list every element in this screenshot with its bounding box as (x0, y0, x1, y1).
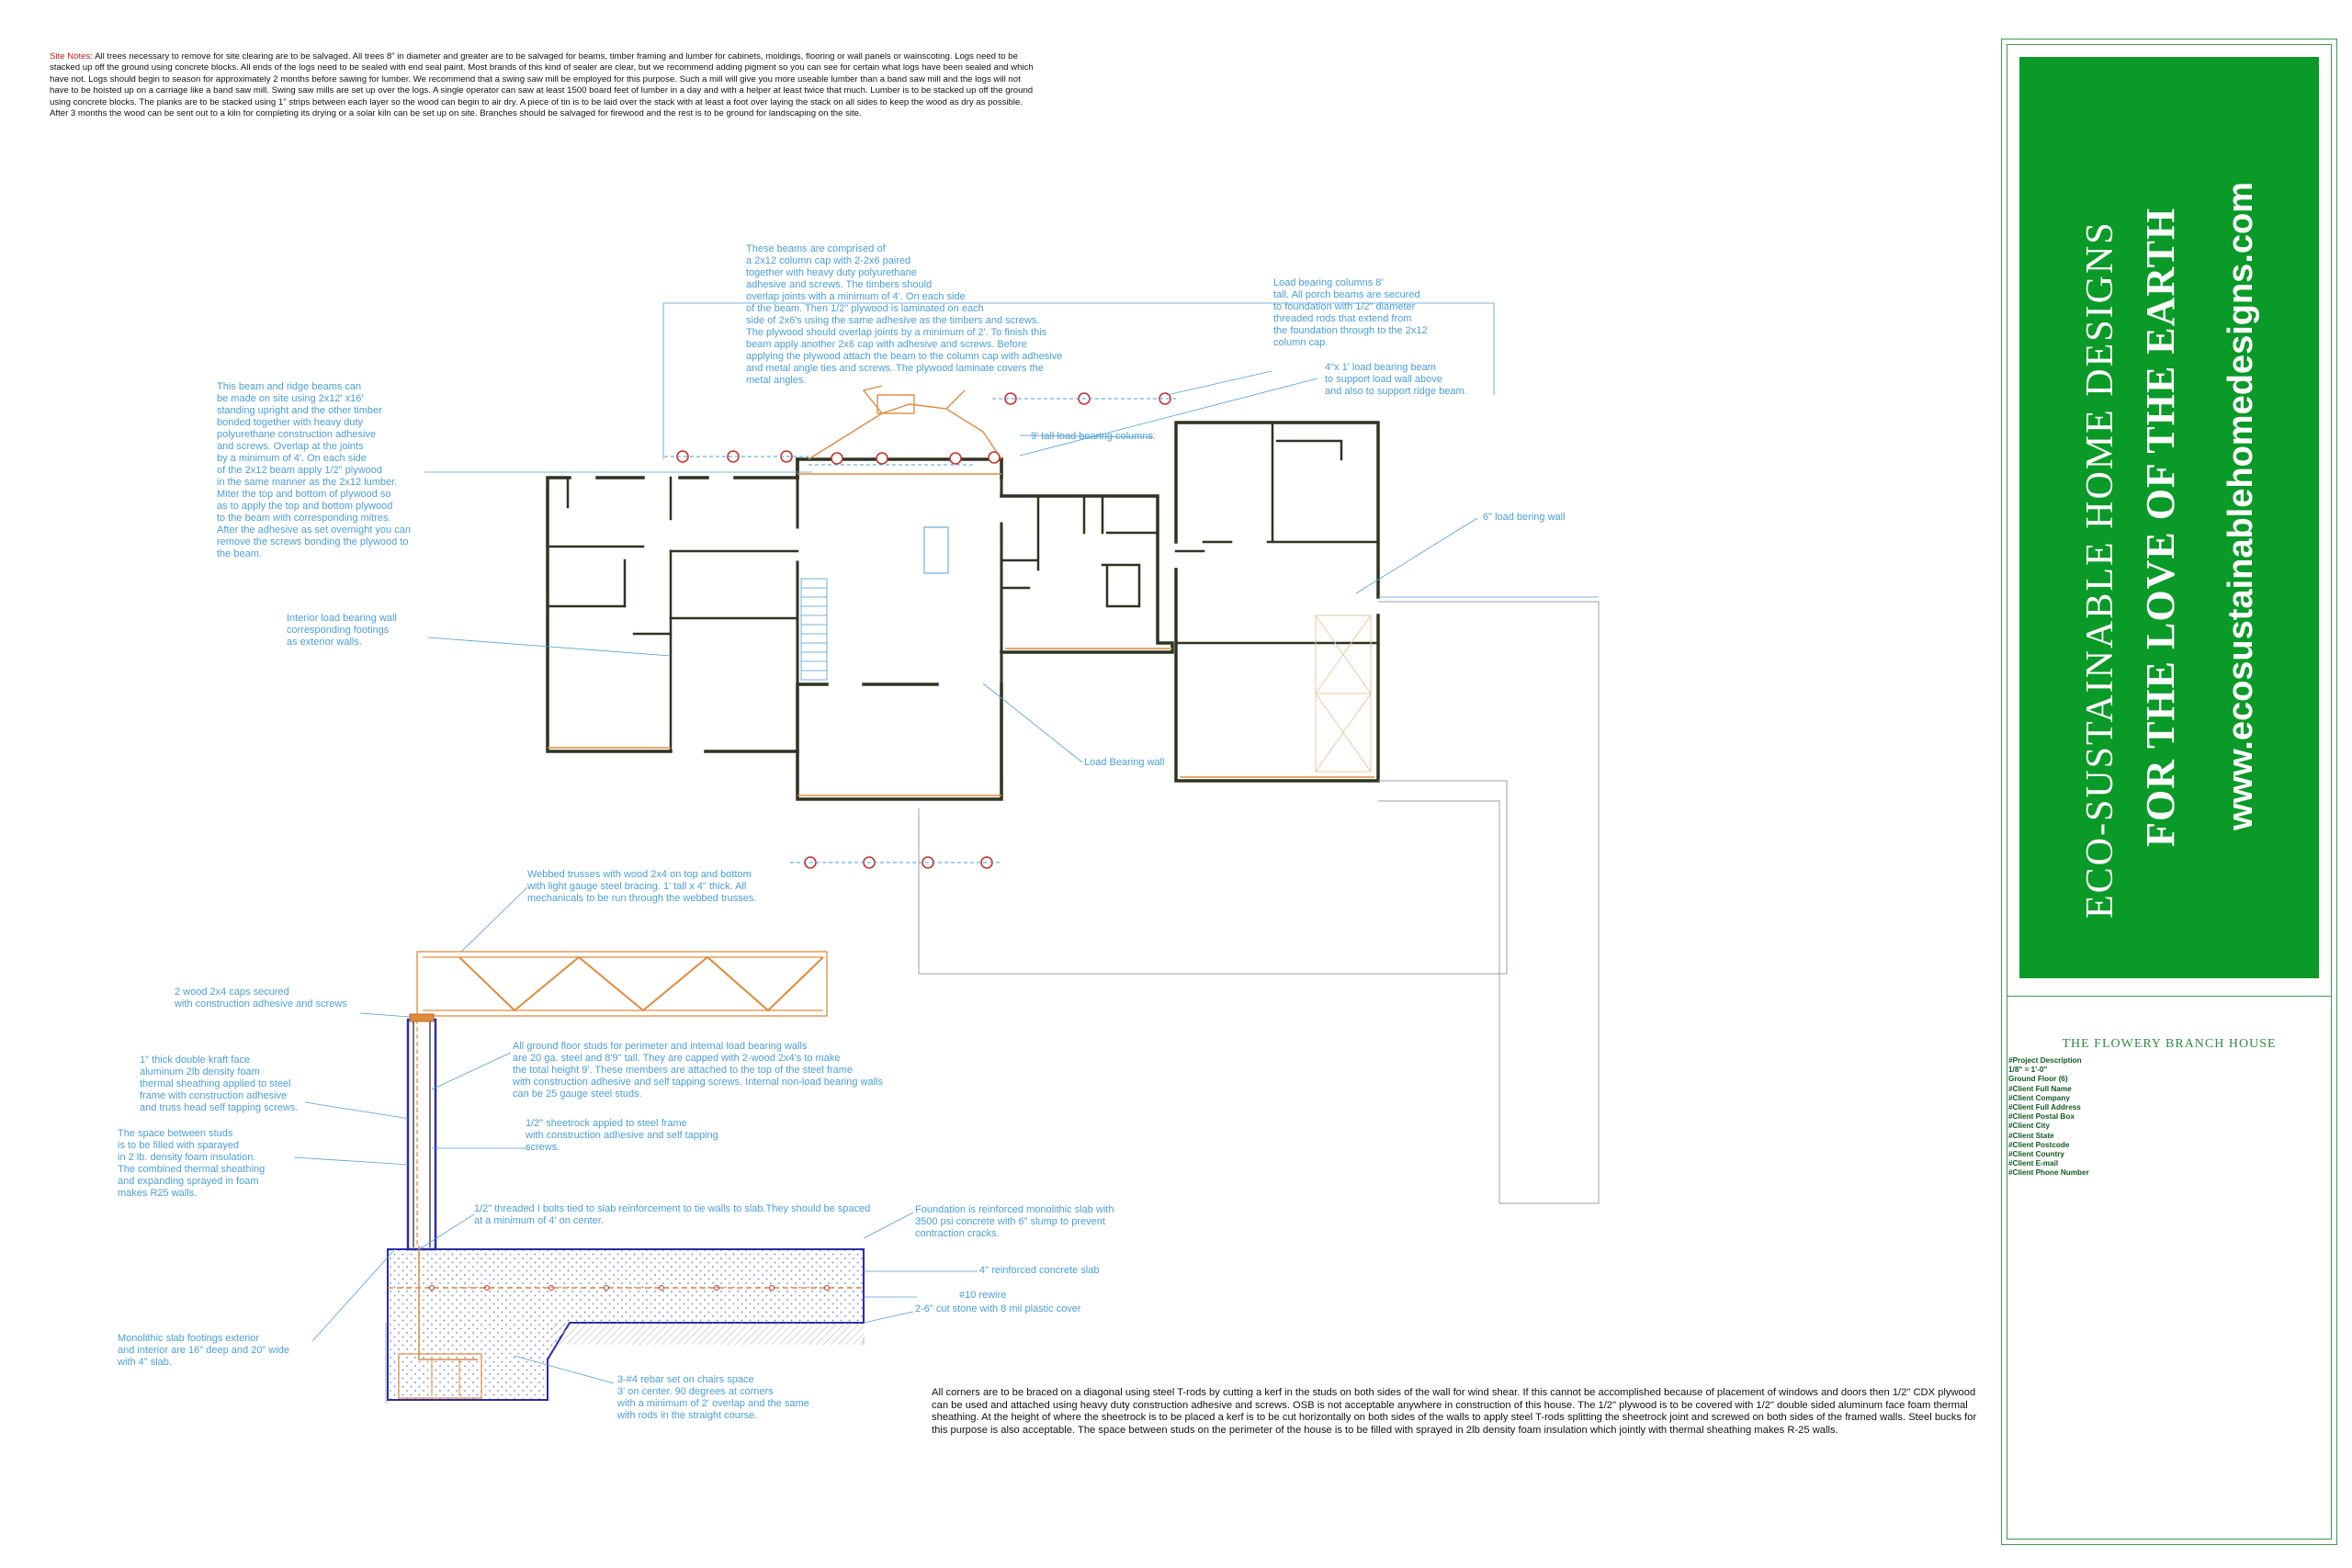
callout-rewire: #10 rewire (959, 1290, 1007, 1301)
field-client-country: #Client Country (2008, 1150, 2064, 1159)
callout-caps: 2 wood 2x4 caps secured with constructio… (175, 987, 347, 1010)
title-block-inner-border (2007, 44, 2332, 1540)
center-walls (796, 457, 1003, 801)
field-client-postcode: #Client Postcode (2008, 1140, 2070, 1149)
field-client-city: #Client City (2008, 1122, 2051, 1131)
porch-columns (676, 392, 1171, 869)
porch-walls (796, 457, 1003, 479)
plan-leaders (424, 302, 1599, 763)
callout-cut-stone: 2-6" cut stone with 8 mil plastic cover (915, 1303, 1081, 1314)
title-block-banner (2019, 57, 2319, 978)
brand-name: ECO-SUSTAINABLE HOME DESIGNS (2079, 220, 2121, 919)
callout-stud-insulation: The space between studs is to be filled … (118, 1128, 266, 1199)
field-client-email: #Client E-mail (2008, 1159, 2059, 1168)
callout-load-beam: 4"x 1' load bearing beam to support load… (1325, 362, 1467, 397)
callout-beams: These beams are comprised of a 2x12 colu… (746, 243, 1063, 386)
callout-slab: 4" reinforced concrete slab (979, 1265, 1100, 1276)
framing-lines (548, 385, 1374, 796)
field-client-company: #Client Company (2008, 1093, 2070, 1102)
section-leaders (293, 886, 978, 1384)
callout-nine-foot-columns: 9' tall load bearing columns. (1031, 431, 1157, 442)
callout-bolts: 1/2" threaded I bolts tied to slab reinf… (474, 1203, 871, 1226)
callout-load-bearing-wall: Load Bearing wall (1084, 757, 1165, 768)
porch-beams (664, 398, 1176, 863)
field-project-description: #Project Description (2008, 1056, 2082, 1065)
field-sheet: Ground Floor (6) (2008, 1075, 2068, 1084)
project-fields: #Project Description 1/8" = 1'-0" Ground… (2008, 1056, 2089, 1179)
field-client-state: #Client State (2008, 1131, 2054, 1140)
corner-bracing-note: All corners are to be braced on a diagon… (932, 1387, 1977, 1436)
title-block-border (2001, 39, 2337, 1545)
garage-bays (1315, 615, 1372, 773)
site-outlines (918, 601, 1600, 1204)
brand-tagline: FOR THE LOVE OF THE EARTH (2138, 207, 2183, 847)
site-notes: Site Notes: All trees necessary to remov… (50, 51, 1042, 119)
brand-website: www.ecosustainablehomedesigns.com (2222, 181, 2260, 830)
callout-footings: Monolithic slab footings exterior and in… (118, 1333, 289, 1368)
callout-interior-wall: Interior load bearing wall corresponding… (287, 613, 397, 648)
field-scale: 1/8" = 1'-0" (2008, 1066, 2048, 1075)
site-notes-text: All trees necessary to remove for site c… (50, 51, 1034, 119)
right-center-walls (1000, 494, 1174, 654)
callout-columns: Load bearing columns 8' tall. All porch … (1273, 277, 1428, 348)
title-block-divider (2007, 996, 2332, 997)
field-client-address: #Client Full Address (2008, 1103, 2081, 1112)
callout-six-inch-wall: 6" load bering wall (1483, 512, 1566, 523)
site-notes-label: Site Notes: (50, 51, 93, 62)
floor-plan (546, 421, 1380, 801)
slab-footing (385, 1246, 865, 1404)
field-client-name: #Client Full Name (2008, 1084, 2072, 1093)
project-title: THE FLOWERY BRANCH HOUSE (2062, 1037, 2277, 1051)
callout-sheetrock: 1/2" sheetrock appied to steel frame wit… (526, 1118, 718, 1153)
callout-steel-studs: All ground floor studs for perimeter and… (513, 1041, 883, 1100)
callout-ridge-beam: This beam and ridge beams can be made on… (217, 381, 411, 559)
island (923, 526, 949, 574)
left-wing-walls (546, 476, 799, 753)
callout-trusses: Webbed trusses with wood 2x4 on top and … (527, 869, 757, 904)
callout-foundation: Foundation is reinforced monolithic slab… (915, 1204, 1114, 1239)
callout-rebar: 3-#4 rebar set on chairs space 3' on cen… (617, 1374, 809, 1421)
truss (416, 951, 828, 1017)
stair (800, 578, 828, 681)
wall-section (406, 1013, 437, 1251)
field-client-phone: #Client Phone Number (2008, 1168, 2089, 1178)
callout-kraft-sheathing: 1" thick double kraft face aluminum 2lb … (140, 1055, 299, 1113)
right-wing-walls (1174, 421, 1380, 783)
field-client-postal-box: #Client Postal Box (2008, 1112, 2075, 1122)
